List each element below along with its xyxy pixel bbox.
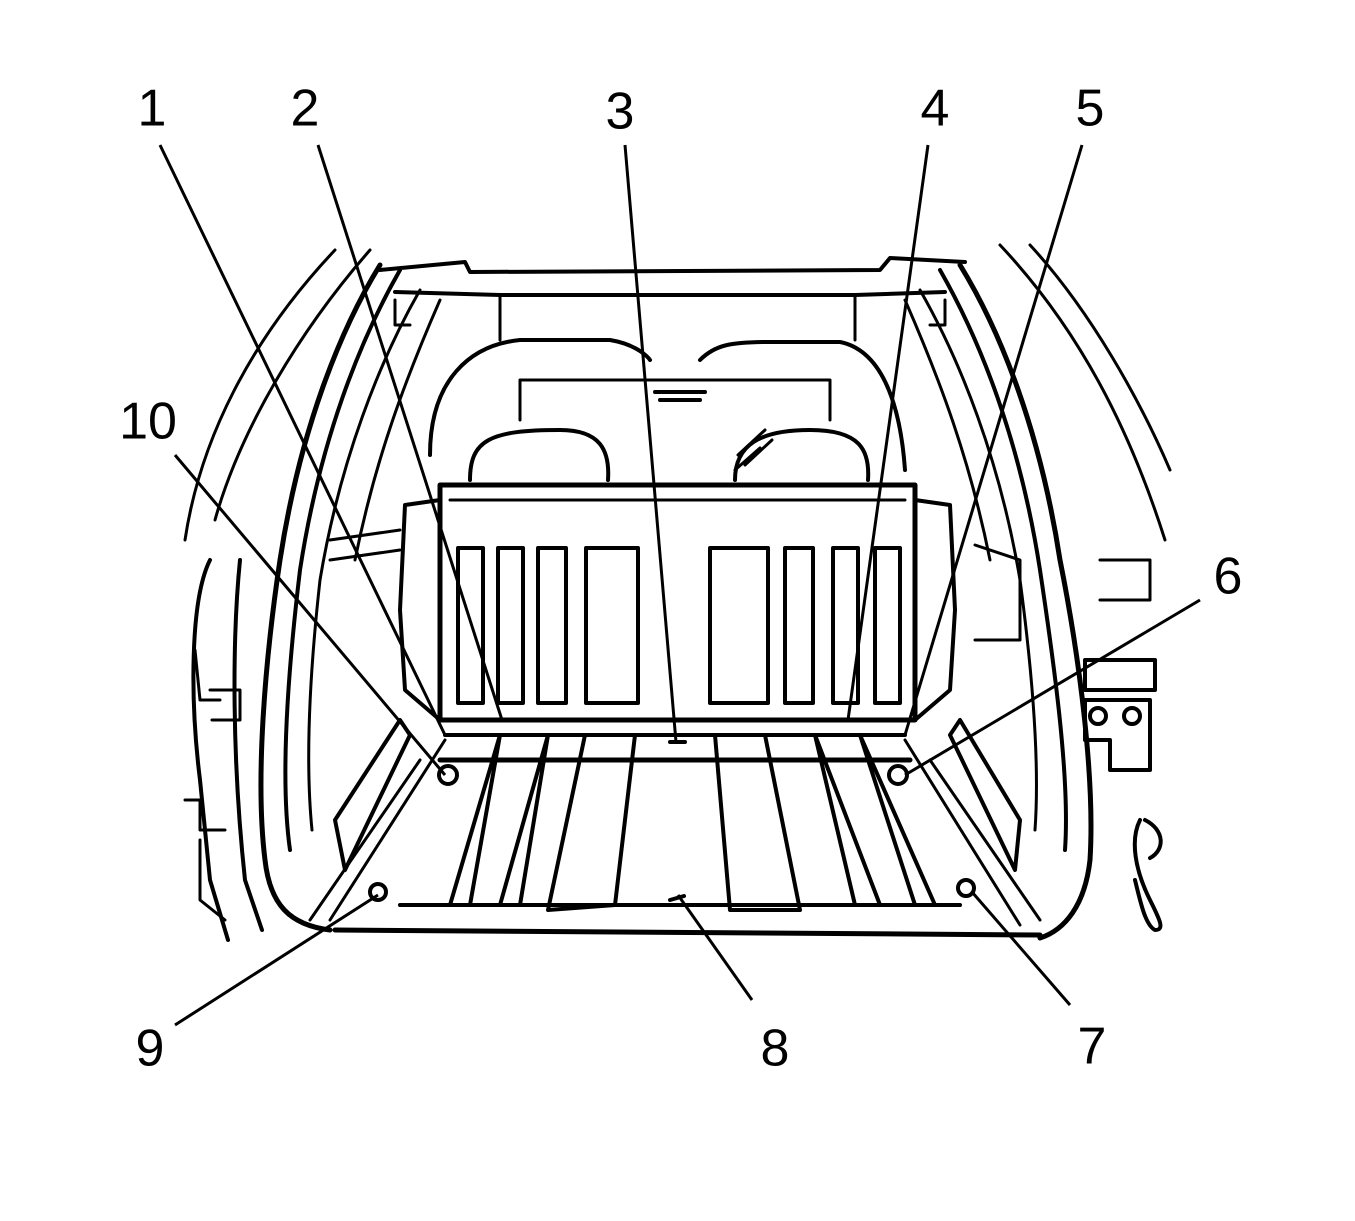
tie-down-rear-left [368, 882, 388, 902]
leader-1 [158, 144, 447, 736]
leader-7 [970, 891, 1072, 1006]
tie-down-front-left [437, 764, 459, 786]
callout-1: 1 [138, 80, 167, 138]
callout-7: 7 [1078, 1018, 1107, 1076]
callout-4: 4 [921, 80, 950, 138]
leader-3 [623, 144, 678, 743]
callout-9: 9 [136, 1020, 165, 1078]
leader-4 [846, 144, 930, 721]
truck-bed-illustration [183, 243, 1172, 942]
callout-10: 10 [119, 393, 177, 451]
leader-9 [174, 893, 379, 1027]
leader-10 [173, 454, 447, 776]
callout-2: 2 [291, 80, 320, 138]
leader-8 [676, 894, 754, 1001]
leader-6 [904, 598, 1201, 777]
tie-down-front-right [887, 764, 909, 786]
leader-5 [903, 144, 1084, 736]
callout-3: 3 [606, 83, 635, 141]
callout-5: 5 [1076, 80, 1105, 138]
callout-8: 8 [761, 1020, 790, 1078]
callout-labels: 1 2 3 4 5 6 7 8 9 10 [119, 80, 1242, 1078]
leader-2 [316, 144, 504, 721]
tie-down-rear-right [956, 878, 976, 898]
leader-lines [158, 144, 1201, 1027]
callout-6: 6 [1214, 548, 1243, 606]
